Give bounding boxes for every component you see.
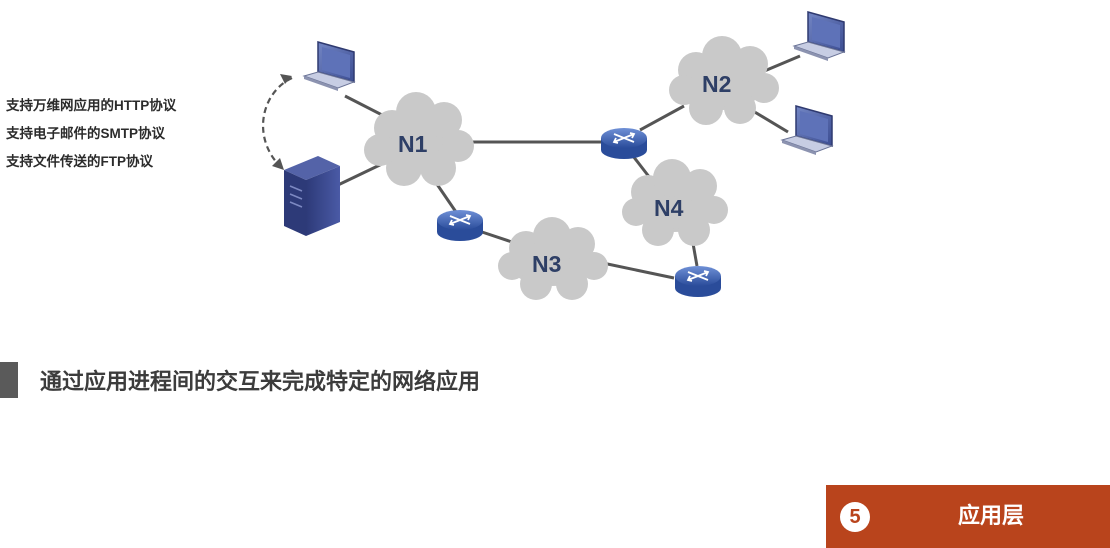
router-icon: [437, 210, 483, 241]
network-label-n2: N2: [702, 71, 731, 97]
router-icon: [601, 128, 647, 159]
link-n3-router3: [597, 260, 675, 280]
cloud-n1: [364, 92, 474, 186]
link-router2-n3: [481, 230, 513, 244]
laptop-icon: [792, 11, 846, 61]
protocol-ftp: 支持文件传送的FTP协议: [6, 154, 153, 169]
link-n2-laptop2: [761, 54, 801, 74]
interaction-arrow: [262, 74, 293, 170]
layer-title: 应用层: [958, 504, 1025, 529]
layer-badge: 5 应用层: [826, 485, 1110, 548]
layer-number: 5: [840, 501, 870, 532]
router-icon: [675, 266, 721, 297]
cloud-n3: [498, 217, 608, 300]
server-icon: [284, 156, 340, 236]
links: [337, 54, 801, 280]
network-label-n4: N4: [654, 195, 684, 221]
caption: 通过应用进程间的交互来完成特定的网络应用: [0, 362, 480, 398]
laptop-icon: [302, 41, 356, 91]
network-label-n1: N1: [398, 131, 428, 157]
cloud-n4: [622, 159, 728, 246]
caption-text: 通过应用进程间的交互来完成特定的网络应用: [40, 369, 481, 394]
link-router1-n4: [631, 155, 652, 179]
cloud-n2: [669, 36, 779, 125]
protocol-list: 支持万维网应用的HTTP协议 支持电子邮件的SMTP协议 支持文件传送的FTP协…: [6, 92, 176, 176]
link-router1-n2: [639, 104, 685, 132]
laptop-icon: [780, 105, 834, 155]
protocol-http: 支持万维网应用的HTTP协议: [6, 98, 177, 113]
network-label-n3: N3: [532, 251, 561, 277]
caption-bullet: [0, 362, 18, 398]
protocol-smtp: 支持电子邮件的SMTP协议: [6, 126, 166, 141]
